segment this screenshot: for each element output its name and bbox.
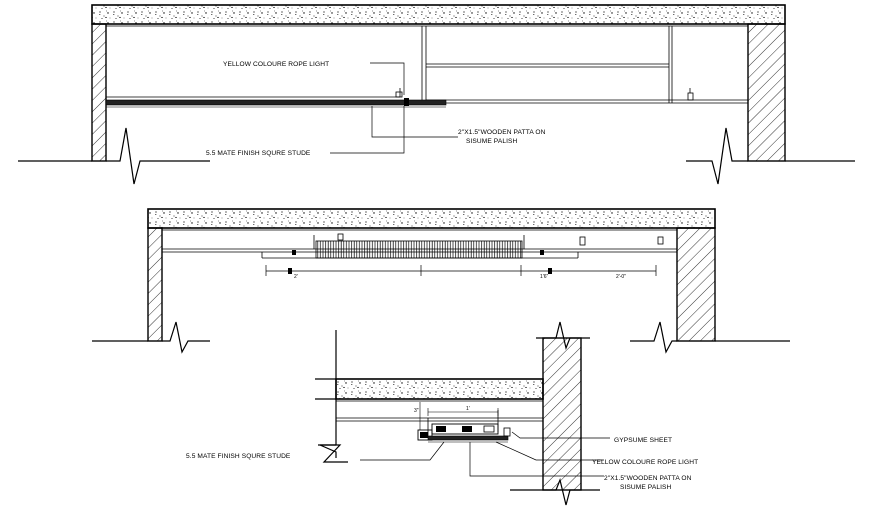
middle-right-wall [676,227,716,342]
label-stud-top: 5.5 MATE FINISH SQURE STUDE [206,150,311,157]
dim-mid-2: 1'6" [540,274,549,280]
detail-slab [335,378,544,400]
top-section [18,4,855,185]
label-wooden-patta-top-line2: SISUME PALISH [466,138,518,145]
middle-slab [147,208,716,229]
label-wooden-patta-detail-line1: 2"X1.5"WOODEN PATTA ON [604,475,692,482]
dim-mid-1: 2' [294,274,298,280]
top-left-wall [91,23,107,162]
middle-left-wall [147,227,163,342]
label-wooden-patta-top-line1: 2"X1.5"WOODEN PATTA ON [458,129,546,136]
label-gypsum-detail: GYPSUME SHEET [614,437,672,444]
top-slab [91,4,786,25]
top-right-wall [747,23,786,162]
label-rope-light-detail: YELLOW COLOURE ROPE LIGHT [592,459,698,466]
dim-detail-2: 3" [414,408,419,414]
detail-wall [542,337,582,491]
label-rope-light-top: YELLOW COLOURE ROPE LIGHT [223,61,329,68]
middle-light-grille [315,240,523,259]
dim-mid-3: 2'-0" [616,274,626,280]
label-wooden-patta-detail-line2: SISUME PALISH [620,484,672,491]
detail-section [315,321,610,506]
top-ceiling-board [105,99,447,106]
middle-section [92,208,790,354]
dim-detail-1: 1' [466,406,470,412]
label-stud-detail: 5.5 MATE FINISH SQURE STUDE [186,453,291,460]
